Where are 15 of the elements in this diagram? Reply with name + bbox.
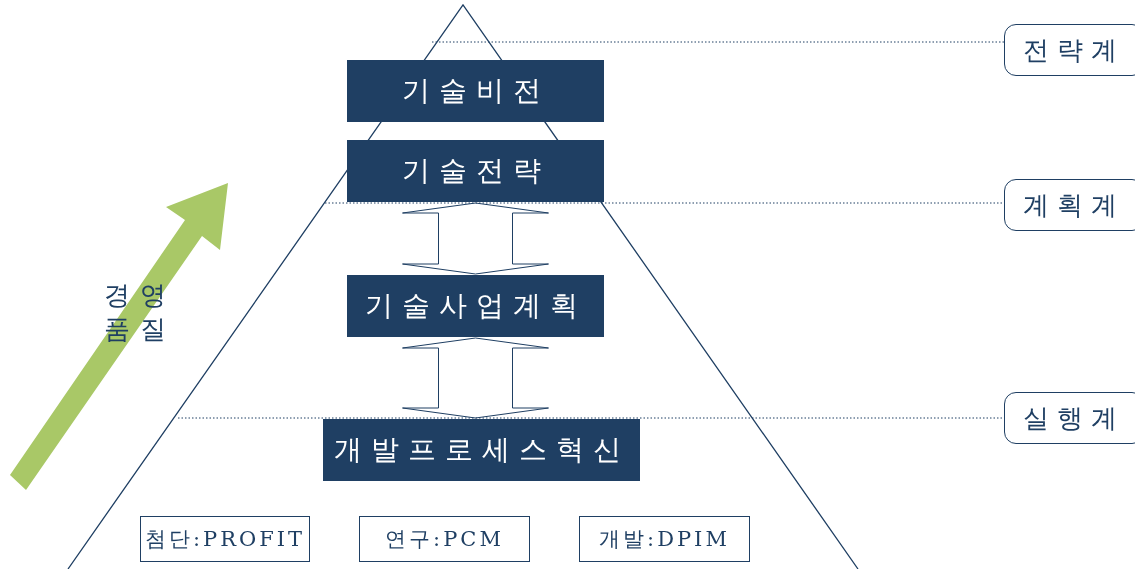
level-tag: 실행계: [1004, 392, 1135, 444]
level-tag: 계획계: [1004, 179, 1135, 231]
title-box: 기술사업계획: [347, 275, 604, 337]
title-box: 기술비전: [347, 60, 604, 122]
method-box: 개발:DPIM: [579, 516, 750, 562]
level-tag: 전략계: [1004, 24, 1135, 76]
title-box: 기술전략: [347, 140, 604, 202]
leader-line: [431, 41, 1005, 43]
title-box: 개발프로세스혁신: [323, 419, 640, 481]
leader-line: [324, 202, 1005, 204]
method-box: 첨단:PROFIT: [140, 516, 310, 562]
double-arrow: [402, 202, 549, 275]
method-box: 연구:PCM: [359, 516, 530, 562]
leader-line: [177, 417, 1005, 419]
double-arrow: [402, 337, 549, 419]
